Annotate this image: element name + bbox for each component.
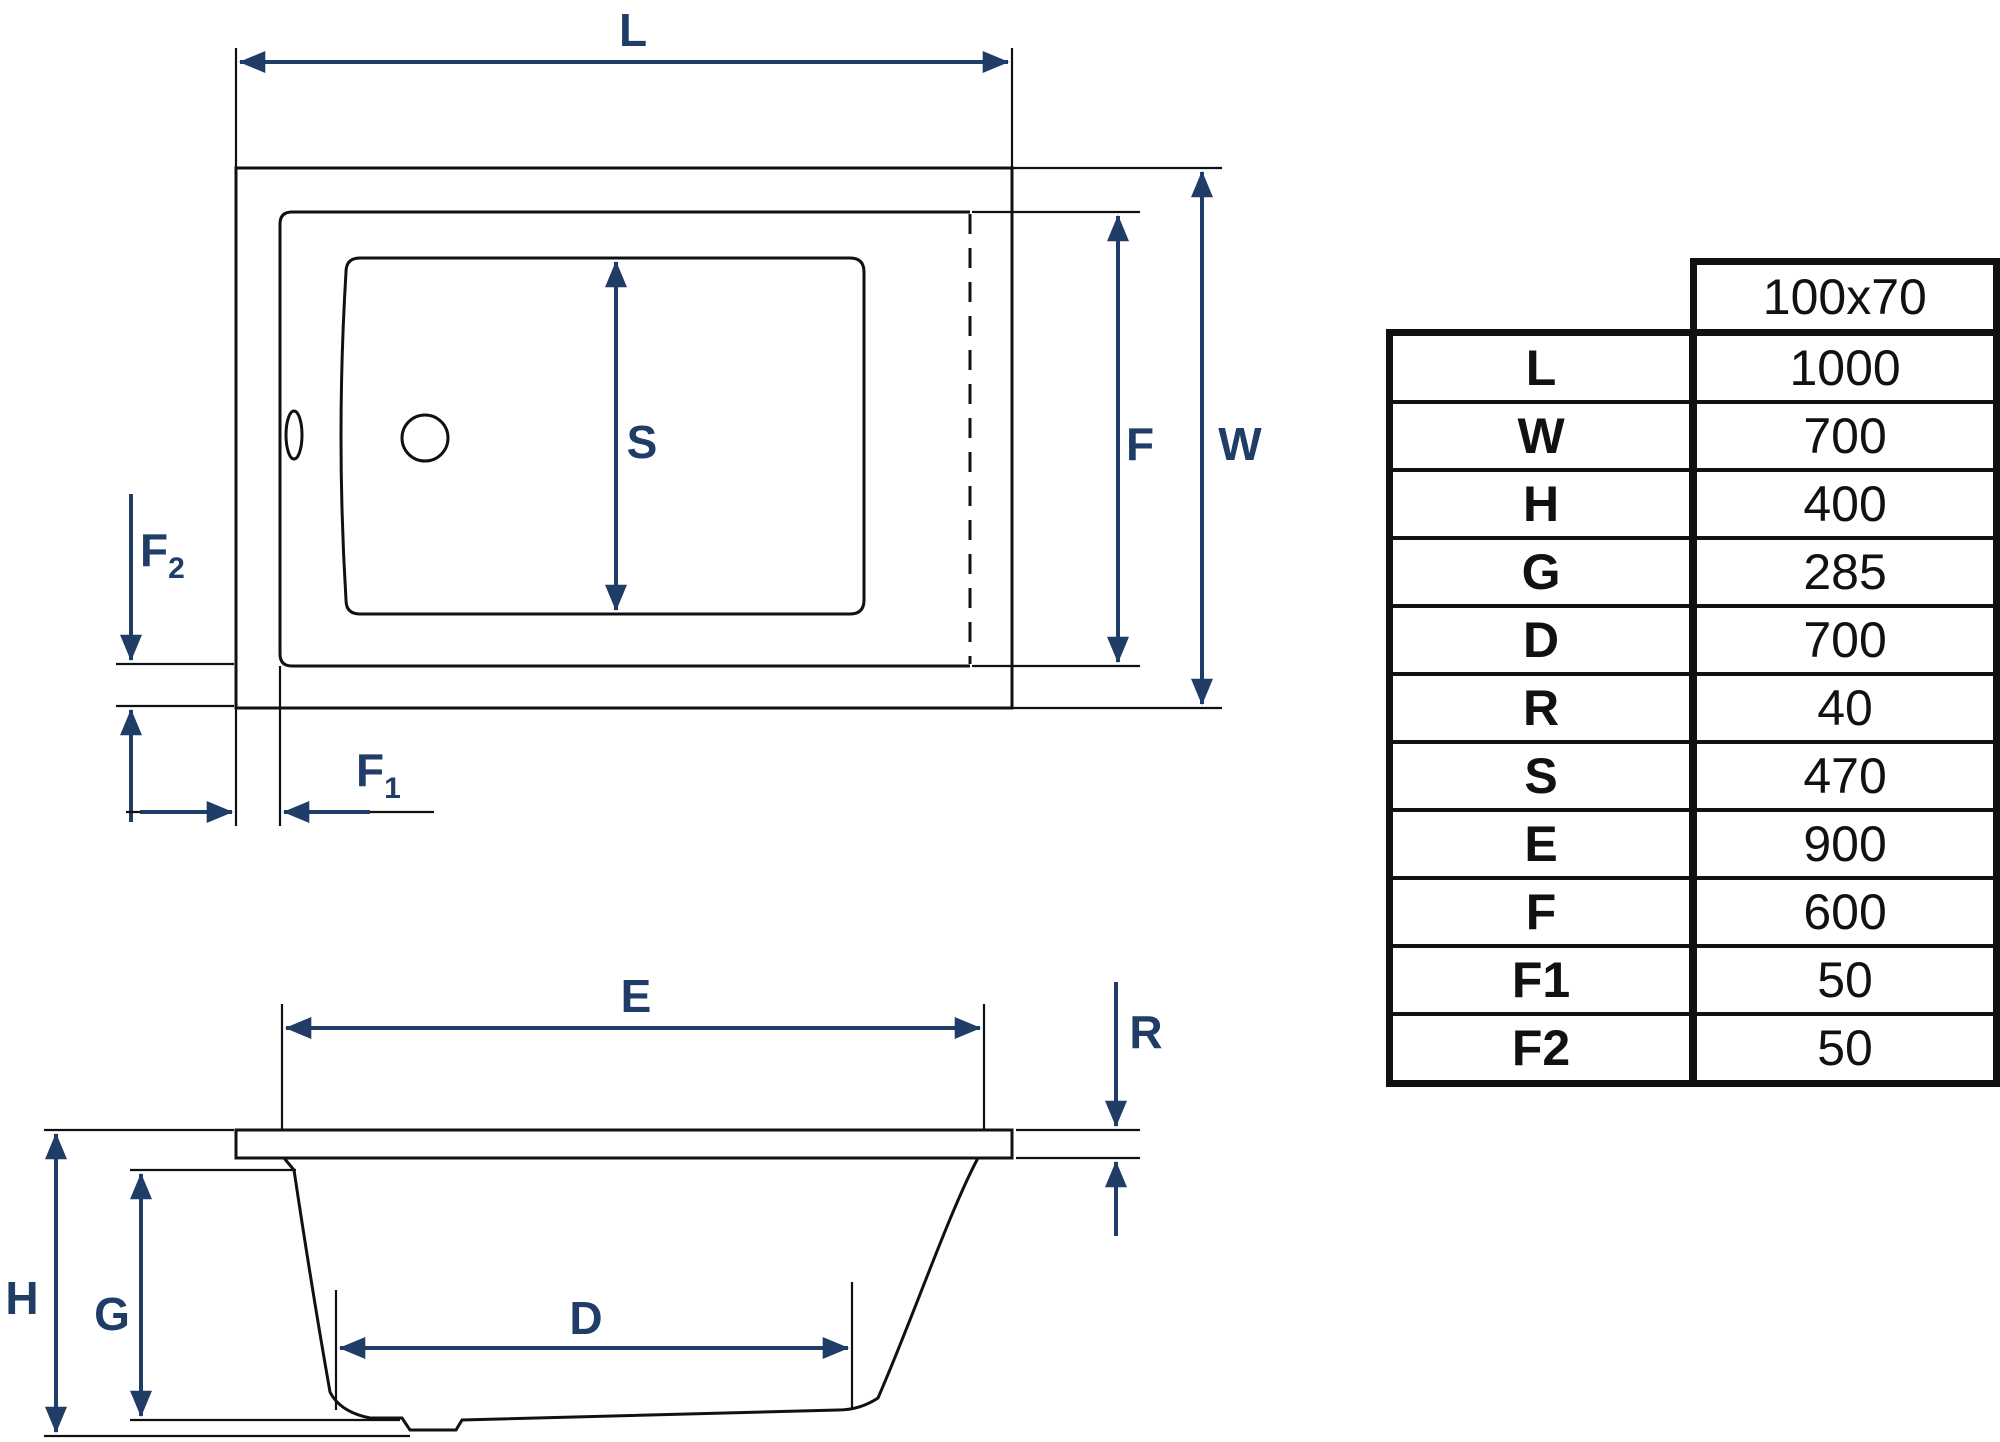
dimension-value: 470 xyxy=(1691,740,2000,812)
dimension-value: 1000 xyxy=(1691,329,2000,404)
label-F1: F1 xyxy=(356,744,401,805)
table-header-row: 100x70 xyxy=(1390,258,2000,335)
dimension-key: H xyxy=(1386,468,1698,540)
dimension-key: F1 xyxy=(1386,944,1698,1016)
dimension-key: E xyxy=(1386,808,1698,880)
dimension-value: 700 xyxy=(1691,400,2000,472)
label-S: S xyxy=(627,416,658,468)
dimension-key: F2 xyxy=(1386,1012,1698,1087)
dimension-value: 700 xyxy=(1691,604,2000,676)
label-H: H xyxy=(5,1272,38,1324)
label-L: L xyxy=(619,4,647,56)
label-D: D xyxy=(569,1292,602,1344)
label-W: W xyxy=(1218,418,1262,470)
dimension-value: 50 xyxy=(1691,944,2000,1016)
table-size-header: 100x70 xyxy=(1689,258,2000,335)
table-corner-empty xyxy=(1390,262,1694,333)
label-F2: F2 xyxy=(140,524,185,585)
tub-side-profile xyxy=(234,1128,1014,1432)
label-G: G xyxy=(94,1288,130,1340)
dimension-key: W xyxy=(1386,400,1698,472)
dimension-value: 285 xyxy=(1691,536,2000,608)
dimension-key: D xyxy=(1386,604,1698,676)
overflow-icon xyxy=(284,409,304,461)
drain-icon xyxy=(400,413,450,463)
dimension-value: 40 xyxy=(1691,672,2000,744)
tub-outer-rim xyxy=(234,166,1014,710)
dimension-key: G xyxy=(1386,536,1698,608)
label-R: R xyxy=(1129,1006,1162,1058)
dimension-key: R xyxy=(1386,672,1698,744)
dimension-key: L xyxy=(1386,329,1698,404)
label-E: E xyxy=(621,970,652,1022)
side-view: E R H G D xyxy=(5,970,1163,1438)
dimension-value: 600 xyxy=(1691,876,2000,948)
dimension-key: S xyxy=(1386,740,1698,812)
label-F: F xyxy=(1126,418,1154,470)
dimension-value: 400 xyxy=(1691,468,2000,540)
tub-bottom-area xyxy=(339,256,866,616)
dimension-value: 900 xyxy=(1691,808,2000,880)
tub-inner-bowl xyxy=(278,210,970,668)
dimension-value: 50 xyxy=(1691,1012,2000,1087)
dimension-key: F xyxy=(1386,876,1698,948)
top-view: L W F S F2 F1 xyxy=(116,4,1262,826)
